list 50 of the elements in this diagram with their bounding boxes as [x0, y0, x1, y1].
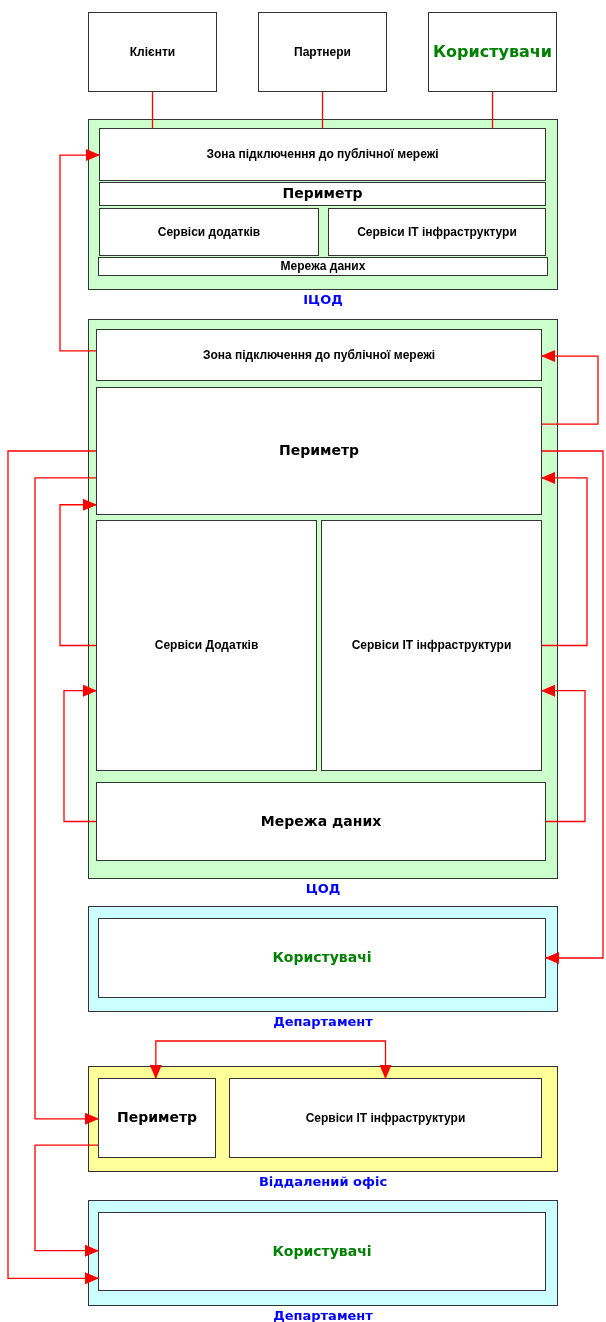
block-box: [98, 1078, 216, 1158]
connector-arrow: [7, 450, 99, 1285]
block-box: [98, 918, 546, 998]
block-box: [98, 1212, 546, 1291]
block-box: [99, 128, 546, 181]
connector-arrow: [541, 684, 586, 823]
connector-arrow: [149, 1040, 392, 1079]
connector-arrow: [541, 471, 588, 647]
block-label: Периметр: [115, 1109, 199, 1127]
block-box: [99, 182, 546, 206]
block-label: Зона підключення до публічної мережі: [205, 147, 440, 162]
connector-arrow: [63, 684, 97, 823]
connector-arrow: [59, 498, 97, 647]
connector-arrow: [541, 350, 599, 425]
block-label: Клієнти: [128, 44, 177, 60]
zone-title: Департамент: [272, 1308, 374, 1322]
block-box: [96, 329, 542, 381]
block-box: [428, 12, 557, 92]
block-box: [229, 1078, 542, 1158]
block-box: [321, 520, 542, 771]
zone-title: ЦОД: [304, 881, 342, 896]
block-box: [96, 387, 542, 515]
block-box: [328, 208, 546, 256]
block-label: Сервіси IT інфраструктури: [356, 224, 518, 240]
block-label: Периметр: [277, 442, 361, 460]
block-box: [258, 12, 387, 92]
block-label: Сервіси Додатків: [153, 638, 260, 653]
block-box: [99, 208, 319, 256]
block-label: Користувачи: [432, 42, 554, 62]
connector-arrow: [34, 477, 99, 1125]
connector-arrow: [541, 450, 604, 964]
connector-arrow: [34, 1144, 99, 1257]
connector-arrow: [59, 149, 100, 352]
block-box: [96, 520, 317, 771]
block-label: Периметр: [281, 185, 364, 203]
zone-title: ІЦОД: [302, 292, 344, 307]
block-label: Мережа даних: [279, 259, 367, 274]
block-box: [96, 782, 546, 861]
block-label: Мережа даних: [259, 812, 383, 831]
block-label: Сервіси IT інфраструктури: [350, 638, 513, 653]
block-label: Партнери: [293, 44, 352, 60]
block-label: Сервіси додатків: [156, 224, 262, 240]
block-box: [88, 12, 217, 92]
block-label: Користувачі: [271, 949, 373, 967]
block-label: Сервіси IT інфраструктури: [304, 1110, 467, 1126]
block-label: Користувачі: [271, 1242, 373, 1261]
block-label: Зона підключення до публічної мережі: [201, 347, 437, 363]
zone-title: Віддалений офіс: [257, 1174, 389, 1189]
zone-title: Департамент: [272, 1014, 374, 1029]
block-box: [98, 257, 548, 276]
